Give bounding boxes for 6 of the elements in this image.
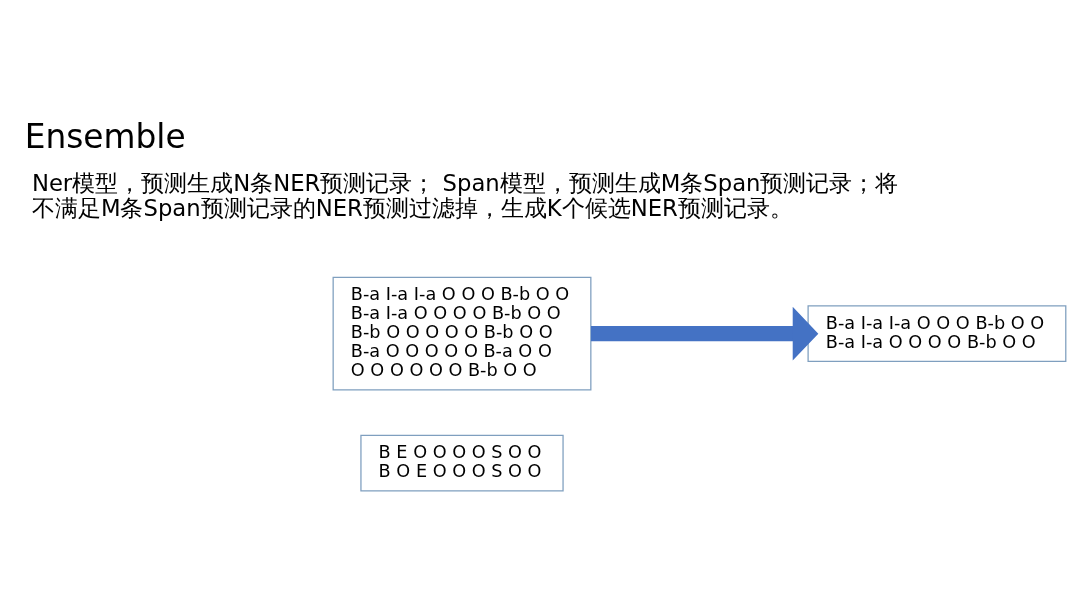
node-box: B E O O O O S O O B O E O O O S O O bbox=[360, 434, 564, 492]
label: Ner模型，预测生成N条NER预测记录； Span模型，预测生成M条Span预测记录；将不满足M条Span预测记录的NER预测过滤掉，生成K个候选NER预测记录。 bbox=[31, 169, 899, 222]
node-box: B-a I-a I-a O O O B-b O O B-a I-a O O O O B-b O O bbox=[807, 305, 1067, 363]
diagram-title: Ensemble bbox=[24, 118, 186, 157]
node-box: B-a I-a I-a O O O B-b O O B-a I-a O O O O B-b O O B-b O O O O O B-b O O B-a O O O O O B-a O O O O O O O O B-b O O bbox=[332, 276, 592, 391]
arrow bbox=[590, 306, 819, 361]
